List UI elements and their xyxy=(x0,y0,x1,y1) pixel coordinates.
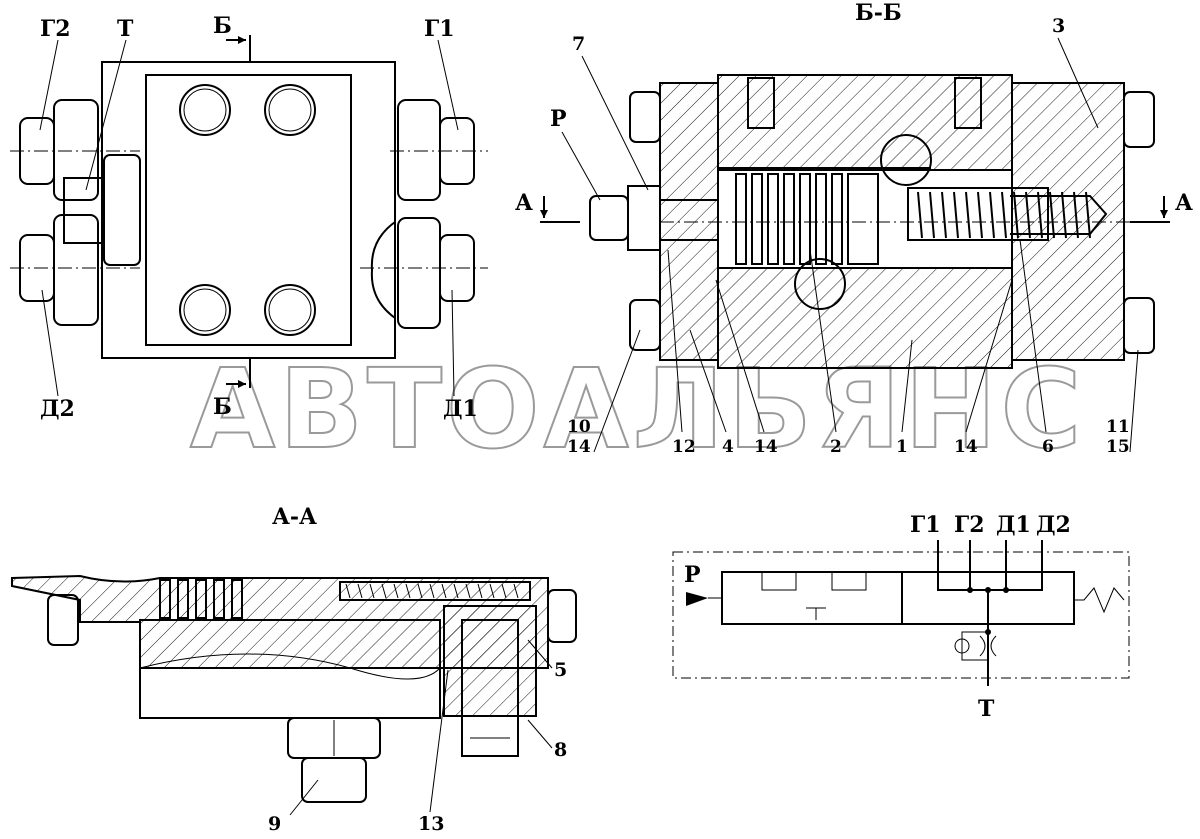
callout-10: 10 xyxy=(567,417,591,437)
port-label-g1: Г1 xyxy=(424,16,455,42)
section-a-right: А xyxy=(1175,190,1193,216)
schematic-port-d2: Д2 xyxy=(1036,512,1071,538)
throttle-symbol xyxy=(979,635,997,657)
valve-cover-plate xyxy=(145,74,352,346)
aa-lower-body xyxy=(139,619,441,719)
hydraulic-schematic: Г1 Г2 Д1 Д2 Р Т xyxy=(672,512,1130,722)
section-a-left: А xyxy=(515,190,533,216)
left-fittings xyxy=(10,99,141,326)
valve-body-outline xyxy=(101,61,396,359)
body-upper xyxy=(717,74,1013,174)
right-fittings xyxy=(360,99,488,329)
schematic-port-p: Р xyxy=(684,562,701,588)
callout-14-c: 14 xyxy=(954,437,978,457)
callout-8: 8 xyxy=(554,739,567,761)
bolt-head-tl xyxy=(629,91,661,143)
port-label-d2: Д2 xyxy=(40,396,75,422)
bolt-head-tr xyxy=(1123,91,1155,148)
callout-2: 2 xyxy=(830,437,842,457)
aa-fitting-9 xyxy=(287,717,381,803)
callout-3: 3 xyxy=(1052,15,1065,37)
bolt-heads xyxy=(179,84,316,336)
check-ball-upper xyxy=(880,134,932,186)
callout-6: 6 xyxy=(1042,437,1054,457)
schematic-port-g1: Г1 xyxy=(910,512,941,538)
aa-fitting-8 xyxy=(443,605,537,757)
top-view: Б Б Г2 Т Г1 Д2 Д1 xyxy=(10,13,488,422)
callout-12: 12 xyxy=(672,437,696,457)
port-p-triangle xyxy=(686,592,708,606)
port-label-t: Т xyxy=(117,16,134,42)
check-valve-symbol xyxy=(954,638,970,654)
callout-14-b: 14 xyxy=(754,437,778,457)
bolt-head-bl xyxy=(629,299,661,351)
callout-9: 9 xyxy=(268,813,281,835)
callout-7: 7 xyxy=(572,33,585,55)
schematic-port-g2: Г2 xyxy=(954,512,985,538)
aa-bolt-right xyxy=(547,589,577,643)
body-lower xyxy=(717,267,1013,369)
callout-4: 4 xyxy=(722,437,734,457)
valve-position-left xyxy=(721,571,903,625)
section-mark-bottom: Б xyxy=(213,394,232,420)
schematic-port-d1: Д1 xyxy=(996,512,1031,538)
callout-5: 5 xyxy=(554,659,567,681)
check-ball-lower xyxy=(794,258,846,310)
aa-bolt-left xyxy=(47,594,79,646)
port-p-label: Р xyxy=(550,106,567,132)
callout-1: 1 xyxy=(896,437,908,457)
aa-spring xyxy=(339,581,531,601)
aa-spool-lands xyxy=(159,579,243,619)
port-label-g2: Г2 xyxy=(40,16,71,42)
section-aa-title: А-А xyxy=(272,504,317,530)
callout-15: 15 xyxy=(1106,437,1130,457)
section-mark-top: Б xyxy=(213,13,232,39)
callout-11: 11 xyxy=(1106,417,1130,437)
screw-upper-right xyxy=(954,77,982,129)
spring xyxy=(907,187,1108,241)
inlet-fitting-p xyxy=(589,185,719,251)
callout-14-a: 14 xyxy=(567,437,591,457)
bolt-head-br xyxy=(1123,297,1155,354)
schematic-boundary xyxy=(672,551,1130,679)
screw-upper-left xyxy=(747,77,775,129)
spring-symbol xyxy=(1074,587,1125,614)
section-bb-view: Б-Б xyxy=(515,0,1193,457)
callout-13: 13 xyxy=(418,813,444,835)
section-bb-title: Б-Б xyxy=(855,0,902,26)
schematic-port-t: Т xyxy=(978,696,995,722)
section-aa-view: А-А 5 8 9 13 xyxy=(11,504,577,835)
port-label-d1: Д1 xyxy=(443,396,478,422)
